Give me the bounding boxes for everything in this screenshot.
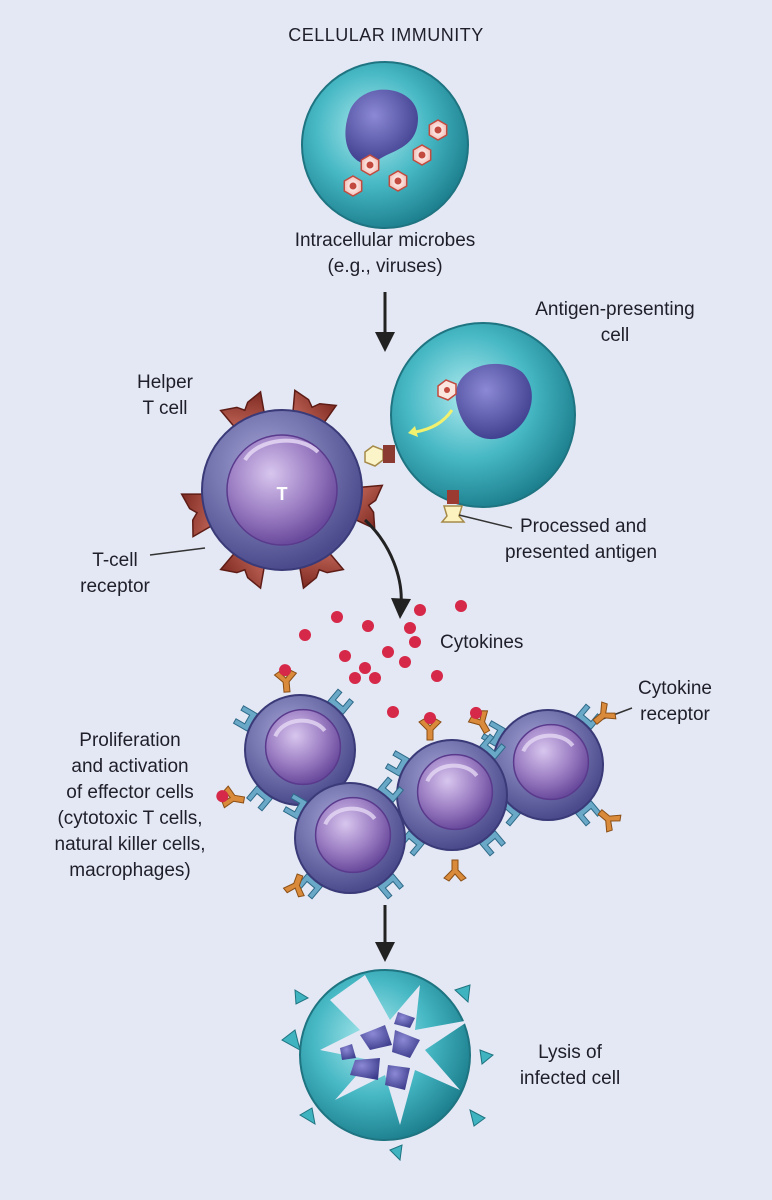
cytokine-receptor-icon xyxy=(418,712,442,741)
helper-label-line1: Helper xyxy=(137,372,193,393)
cytokines-label: Cytokines xyxy=(440,632,524,653)
diagram-title: CELLULAR IMMUNITY xyxy=(288,25,484,45)
cytokine-dots xyxy=(299,600,467,718)
proliferation-label-line6: macrophages) xyxy=(69,860,191,881)
intracellular-microbes xyxy=(343,119,448,197)
cytokine-dot xyxy=(409,636,421,648)
antigen-label-line2: presented antigen xyxy=(505,542,658,563)
proliferation-label-line4: (cytotoxic T cells, xyxy=(57,808,203,829)
effector-receptor-icon xyxy=(282,793,309,820)
cytokine-dot xyxy=(299,629,311,641)
effector-receptor-icon xyxy=(232,705,259,732)
arrow-1 xyxy=(375,292,395,352)
lysis-label-line1: Lysis of xyxy=(538,1042,602,1063)
tcr-leader-line xyxy=(149,547,206,556)
cytokine-dot xyxy=(382,646,394,658)
effector-cell xyxy=(232,688,356,812)
apc-label-line2: cell xyxy=(600,325,630,346)
cytokine-dot xyxy=(404,622,416,634)
lysis-label-line2: infected cell xyxy=(519,1068,621,1089)
tcr-label-line2: receptor xyxy=(80,576,150,597)
cytokine-dot xyxy=(399,656,411,668)
effector-receptor-icon xyxy=(376,776,405,803)
effector-cells xyxy=(216,664,622,900)
effector-receptor-icon xyxy=(384,750,411,777)
antigen-presenting-cell xyxy=(390,322,576,508)
microbes-label-line1: Intracellular microbes xyxy=(294,230,476,251)
effector-receptor-icon xyxy=(574,703,603,730)
effector-cell xyxy=(384,733,508,857)
cytokine-dot xyxy=(369,672,381,684)
antigen-leader-line xyxy=(458,514,513,529)
apc-microbe-icon xyxy=(437,379,457,401)
cytokine-receptor-icon xyxy=(592,701,617,726)
proliferation-label-line1: Proliferation xyxy=(79,730,181,751)
cytokine-receptor-icon xyxy=(273,664,298,693)
microbe-icon xyxy=(428,119,448,141)
proliferation-label-line5: natural killer cells, xyxy=(54,834,206,855)
effector-cell xyxy=(282,776,406,900)
helper-t-cell xyxy=(180,389,384,590)
t-cell-receptors xyxy=(180,389,384,590)
cytokine-dot xyxy=(387,706,399,718)
arrow-3 xyxy=(375,905,395,962)
cytokine-dot xyxy=(431,670,443,682)
cytokine-dot xyxy=(331,611,343,623)
microbe-icon xyxy=(412,144,432,166)
cytokine-dot xyxy=(349,672,361,684)
t-cell-letter: T xyxy=(276,484,288,504)
effector-receptor-icon xyxy=(376,873,405,900)
effector-receptor-icon xyxy=(295,873,324,900)
antigen-label-line1: Processed and xyxy=(520,516,647,537)
cytokine-dot xyxy=(455,600,467,612)
cytokine-receptor-icon xyxy=(216,785,246,809)
cytokine-receptor-label-line2: receptor xyxy=(640,704,710,725)
cytokine-receptor-icon xyxy=(467,706,491,735)
proliferation-label-line2: and activation xyxy=(71,756,189,777)
cytokine-dot xyxy=(359,662,371,674)
cytokine-receptor-icon xyxy=(597,808,622,833)
proliferation-label-line3: of effector cells xyxy=(66,782,194,803)
effector-receptor-icon xyxy=(326,688,355,715)
microbe-icon xyxy=(360,154,380,176)
microbe-icon xyxy=(343,175,363,197)
helper-label-line2: T cell xyxy=(142,398,188,419)
cytokine-dot xyxy=(414,604,426,616)
cytokine-dot xyxy=(339,650,351,662)
effector-receptor-icon xyxy=(245,785,274,812)
effector-receptor-icon xyxy=(478,830,507,857)
cytokine-dot xyxy=(362,620,374,632)
effector-receptor-icon xyxy=(478,733,507,760)
cytokine-receptor-label-line1: Cytokine xyxy=(638,678,712,699)
arrow-2 xyxy=(363,518,411,619)
cytokine-receptor-icon xyxy=(443,859,467,882)
cytokine-receptor-icon xyxy=(282,873,305,898)
infected-cell xyxy=(301,61,469,229)
microbe-icon xyxy=(388,170,408,192)
microbes-label-line2: (e.g., viruses) xyxy=(327,256,443,277)
presented-antigen-icon xyxy=(440,490,466,523)
contact-antigen xyxy=(364,445,395,467)
tcr-label-line1: T-cell xyxy=(92,550,138,571)
lysed-cell xyxy=(281,969,494,1162)
apc-label-line1: Antigen-presenting xyxy=(535,299,695,320)
